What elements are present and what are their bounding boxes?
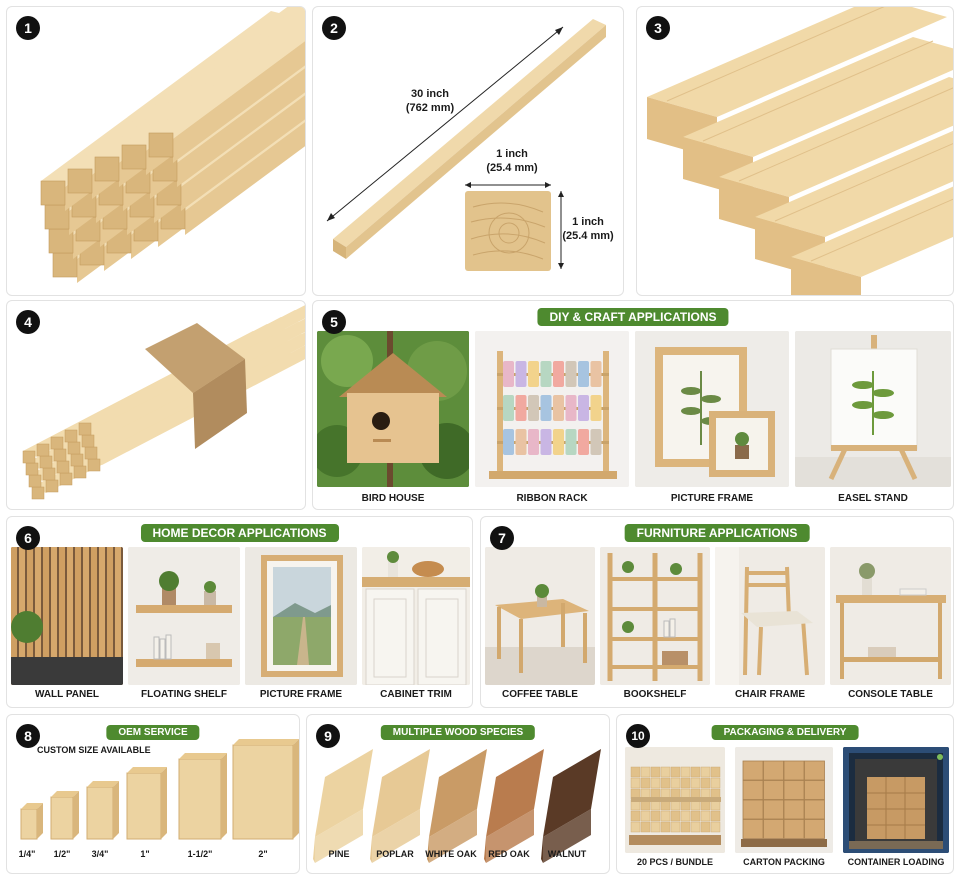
panel-dimensions: 2 30 inch(762 mm) 1 inch(25.4 mm) <box>312 6 624 296</box>
wall-panel-photo <box>11 547 123 685</box>
bird-house-photo <box>317 331 469 487</box>
panel-bundle: 4 <box>6 300 306 510</box>
bundle-pallet-photo <box>625 747 725 853</box>
step-badge: 6 <box>16 526 40 550</box>
tile-caption: BOOKSHELF <box>623 689 687 700</box>
panel-stack-of-sticks: 1 <box>6 6 306 296</box>
tile-caption: WALL PANEL <box>34 689 100 700</box>
tile-caption: CONTAINER LOADING <box>847 857 945 867</box>
panel-packaging-delivery: 10 PACKAGING & DELIVERY 20 PCS / BUNDLE … <box>616 714 954 874</box>
step-badge: 8 <box>16 724 40 748</box>
console-table-photo <box>830 547 951 685</box>
section-banner: OEM SERVICE <box>106 725 200 740</box>
size-label: 3/4" <box>91 849 109 859</box>
step-badge: 10 <box>626 724 650 748</box>
height-label: 1 inch(25.4 mm) <box>562 216 614 242</box>
step-badge: 9 <box>316 724 340 748</box>
species-label: RED OAK <box>488 849 530 859</box>
species-label: WALNUT <box>547 849 587 859</box>
step-badge: 2 <box>322 16 346 40</box>
tile-caption: CONSOLE TABLE <box>848 689 933 700</box>
step-badge: 3 <box>646 16 670 40</box>
step-badge: 1 <box>16 16 40 40</box>
panel-diy-craft: 5 DIY & CRAFT APPLICATIONS BIRD HOUSE RI… <box>312 300 954 510</box>
picture-frame-photo <box>245 547 357 685</box>
size-label: 1/4" <box>18 849 36 859</box>
step-badge: 5 <box>322 310 346 334</box>
carton-packing-photo <box>735 747 833 853</box>
panel-wood-species: 9 MULTIPLE WOOD SPECIES PINE POPLAR WHIT… <box>306 714 610 874</box>
closeup-sticks-illustration <box>647 7 953 295</box>
size-blocks-illustration <box>20 739 299 840</box>
section-banner: DIY & CRAFT APPLICATIONS <box>537 308 729 326</box>
chair-frame-photo <box>715 547 825 685</box>
tile-caption: FLOATING SHELF <box>141 689 227 700</box>
container-loading-photo <box>843 747 949 853</box>
tile-caption: EASEL STAND <box>838 493 908 504</box>
species-label: POPLAR <box>376 849 414 859</box>
section-banner: PACKAGING & DELIVERY <box>711 725 859 740</box>
panel-furniture: 7 FURNITURE APPLICATIONS COFFEE TABLE BO… <box>480 516 954 708</box>
tile-caption: CHAIR FRAME <box>735 689 805 700</box>
tile-caption: CABINET TRIM <box>380 689 452 700</box>
coffee-table-photo <box>485 547 595 685</box>
section-banner: MULTIPLE WOOD SPECIES <box>380 725 536 740</box>
wood-species-illustration <box>313 749 601 863</box>
stick-stack-illustration <box>40 7 305 283</box>
custom-size-subtitle: CUSTOM SIZE AVAILABLE <box>37 745 151 755</box>
floating-shelf-photo <box>128 547 240 685</box>
tile-caption: CARTON PACKING <box>743 857 825 867</box>
ribbon-rack-photo <box>475 331 629 487</box>
size-label: 1-1/2" <box>187 849 213 859</box>
width-label: 1 inch(25.4 mm) <box>486 148 538 174</box>
bookshelf-photo <box>600 547 710 685</box>
species-label: PINE <box>328 849 350 859</box>
picture-frame-photo <box>635 331 789 487</box>
easel-stand-photo <box>795 331 951 487</box>
panel-oem-service: 8 OEM SERVICE CUSTOM SIZE AVAILABLE 1/4"… <box>6 714 300 874</box>
tile-caption: RIBBON RACK <box>516 493 588 504</box>
tile-caption: BIRD HOUSE <box>361 493 425 504</box>
step-badge: 7 <box>490 526 514 550</box>
size-label: 2" <box>258 849 268 859</box>
size-label: 1/2" <box>53 849 71 859</box>
length-label: 30 inch(762 mm) <box>405 88 455 114</box>
tile-caption: 20 PCS / BUNDLE <box>636 857 714 867</box>
tile-caption: COFFEE TABLE <box>502 689 578 700</box>
species-label: WHITE OAK <box>425 849 477 859</box>
step-badge: 4 <box>16 310 40 334</box>
single-stick-illustration <box>326 19 606 271</box>
tile-caption: PICTURE FRAME <box>259 689 343 700</box>
section-banner: FURNITURE APPLICATIONS <box>624 524 810 542</box>
tile-caption: PICTURE FRAME <box>670 493 754 504</box>
panel-closeup-sticks: 3 <box>636 6 954 296</box>
section-banner: HOME DECOR APPLICATIONS <box>140 524 339 542</box>
panel-home-decor: 6 HOME DECOR APPLICATIONS WALL PANEL FLO… <box>6 516 473 708</box>
size-label: 1" <box>140 849 150 859</box>
cabinet-trim-photo <box>362 547 470 685</box>
bundle-illustration <box>22 305 305 500</box>
